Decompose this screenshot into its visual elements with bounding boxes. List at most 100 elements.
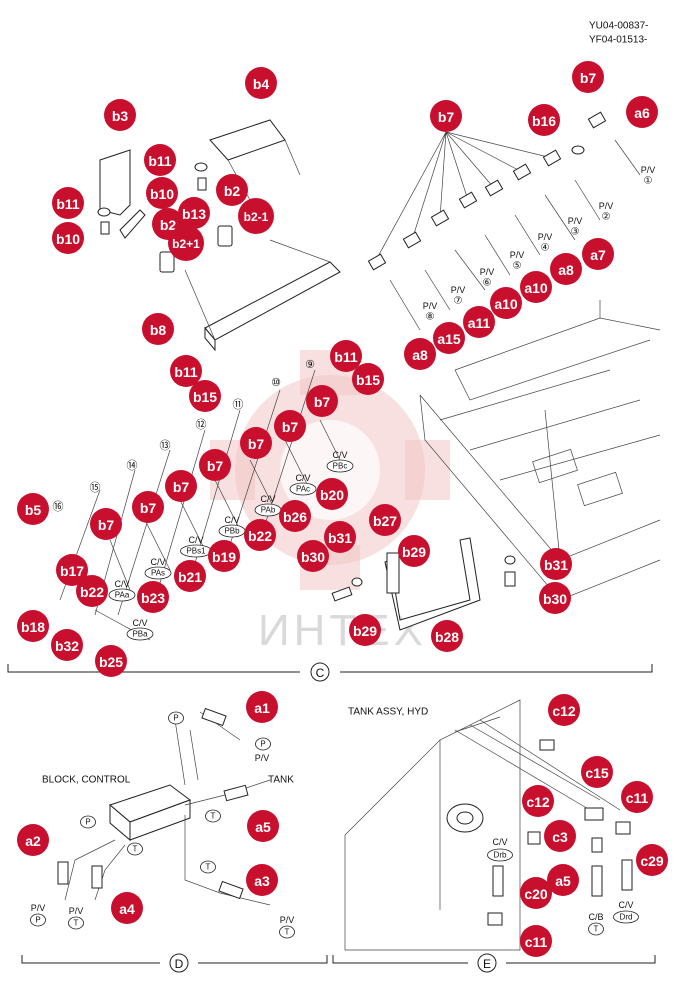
circled-number: ⑨ <box>305 359 315 371</box>
callout-bubble <box>142 313 174 345</box>
callout-label: b30 <box>543 591 567 607</box>
section-c-cv-labels: C/VPBcC/VPAcC/VPAbC/VPBbC/VPBs1C/VPAsC/V… <box>108 450 354 641</box>
callout-bubble <box>132 491 164 523</box>
callout-b20: b20 <box>316 478 348 510</box>
port-oval <box>127 842 143 856</box>
callout-label: a15 <box>437 331 461 347</box>
callout-b11b: b11 <box>52 187 84 219</box>
callout-label: b22 <box>80 584 104 600</box>
port-label-e_cv1: C/V <box>492 837 507 847</box>
callout-label: b7 <box>140 500 157 516</box>
callout-b21: b21 <box>174 560 206 592</box>
callout-bubble <box>111 892 143 924</box>
callout-b7f: b7 <box>199 449 231 481</box>
callout-label: b29 <box>353 623 377 639</box>
callout-a15: a15 <box>433 322 465 354</box>
callout-b30b: b30 <box>539 582 571 614</box>
callout-label: c15 <box>585 765 609 781</box>
callout-c12b: c12 <box>522 785 554 817</box>
callout-b29b: b29 <box>349 614 381 646</box>
pv-label: P/V <box>423 301 438 311</box>
callout-label: b32 <box>55 638 79 654</box>
callout-label: b31 <box>328 530 352 546</box>
callout-a3: a3 <box>246 864 278 896</box>
callout-bubble <box>306 385 338 417</box>
callout-bubble <box>430 100 462 132</box>
callout-b3: b3 <box>104 99 136 131</box>
cv-label: C/V <box>114 579 129 589</box>
callout-bubble <box>274 410 306 442</box>
cv-port: PBs1 <box>186 547 206 556</box>
doc-code-2: YF04-01513- <box>589 35 647 46</box>
circled-number: ⑩ <box>271 377 281 389</box>
callout-bubble <box>17 610 49 642</box>
callout-bubble <box>528 104 560 136</box>
callout-b23: b23 <box>137 581 169 613</box>
callout-label: b16 <box>532 113 556 129</box>
cv-label: C/V <box>295 473 310 483</box>
pv-label: P/V <box>568 216 583 226</box>
cv-label: C/V <box>188 535 203 545</box>
circled-number: ⑭ <box>127 459 138 472</box>
callout-a10b: a10 <box>490 287 522 319</box>
callout-bubble <box>398 535 430 567</box>
callout-label: a11 <box>468 315 491 331</box>
callout-label: a3 <box>254 873 270 889</box>
callout-bubble <box>174 560 206 592</box>
callout-b7a: b7 <box>572 61 604 93</box>
callout-label: b30 <box>301 549 325 565</box>
cv-label: C/V <box>260 494 275 504</box>
callout-label: c11 <box>525 934 548 950</box>
callout-label: a6 <box>634 105 650 121</box>
callout-label: a5 <box>555 873 571 889</box>
callout-bubble <box>316 478 348 510</box>
port-label-d_t_a3b: T <box>285 928 290 937</box>
callout-bubble <box>433 322 465 354</box>
callout-bubble <box>90 508 122 540</box>
circled-number: ⑬ <box>160 439 171 452</box>
pv-label: P/V <box>480 267 495 277</box>
callout-c12a: c12 <box>548 694 580 726</box>
pv-number: ① <box>644 176 653 187</box>
port-oval <box>108 588 136 602</box>
callout-label: b13 <box>182 206 206 222</box>
callout-label: a2 <box>25 833 41 849</box>
callout-c15: c15 <box>581 756 613 788</box>
callout-label: c11 <box>626 790 649 806</box>
callout-label: b2 <box>160 217 177 233</box>
port-label-d_t_a4: T <box>74 919 79 928</box>
callout-bubble <box>137 581 169 613</box>
cv-port: PAa <box>115 591 130 600</box>
callout-label: b7 <box>98 517 115 533</box>
callout-bubble <box>208 540 240 572</box>
callout-b31a: b31 <box>324 521 356 553</box>
callout-label: b10 <box>56 231 80 247</box>
callout-label: a4 <box>119 901 135 917</box>
callout-bubble <box>17 824 49 856</box>
callout-bubble <box>520 925 552 957</box>
port-label-e_drb: Drb <box>494 851 507 860</box>
callout-label: b26 <box>283 509 307 525</box>
port-label-d_p_top: P <box>173 714 178 723</box>
callout-bubble <box>51 629 83 661</box>
callout-b11d: b11 <box>170 355 202 387</box>
callout-c29: c29 <box>636 844 668 876</box>
callout-label: c20 <box>524 886 548 902</box>
callout-label: b18 <box>21 619 45 635</box>
callout-label: b7 <box>173 479 190 495</box>
callout-bubble <box>238 198 274 234</box>
callout-b17: b17 <box>56 554 88 586</box>
section-e-art <box>332 699 656 973</box>
callout-b7c: b7 <box>306 385 338 417</box>
callout-bubble <box>165 470 197 502</box>
port-oval <box>588 922 604 936</box>
callout-a5d: a5 <box>247 810 279 842</box>
section-d-letter: D <box>175 957 184 971</box>
callout-c3: c3 <box>544 820 576 852</box>
cv-port: PBb <box>224 527 240 536</box>
port-oval <box>30 913 46 927</box>
port-label-e_t: T <box>594 925 599 934</box>
callout-bubble <box>463 306 495 338</box>
